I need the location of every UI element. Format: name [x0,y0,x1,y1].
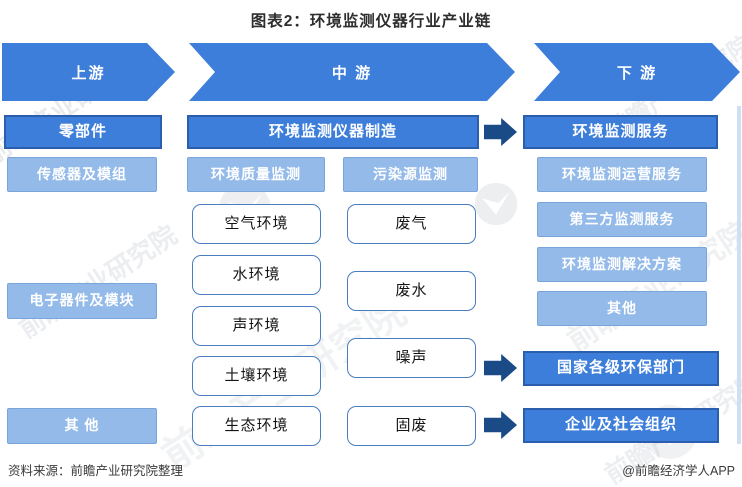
downstream-item-box: 其他 [537,291,707,326]
downstream-target-box: 企业及社会组织 [523,408,719,443]
downstream-header-box: 环境监测服务 [523,115,718,149]
upstream-item-box: 电子器件及模块 [7,283,157,319]
upstream-item-box: 其 他 [7,408,157,444]
downstream-item-box: 第三方监测服务 [537,202,707,237]
downstream-item-box: 环境监测解决方案 [537,247,707,282]
pollution-item-box: 噪声 [347,338,476,378]
stage-banner-downstream: 下 游 [534,43,740,101]
stage-banner-upstream: 上游 [2,43,175,101]
chart-title: 图表2：环境监测仪器行业产业链 [250,13,492,30]
quality-item-box: 生态环境 [192,406,321,446]
quality-item-box: 声环境 [192,306,321,346]
credit-note: @前瞻经济学人APP [622,464,735,478]
stage-label-downstream: 下 游 [616,64,658,82]
watermark-text: 前瞻产业研究院 [13,219,183,344]
quality-item-box: 空气环境 [192,204,321,244]
pollution-item-box: 固废 [347,406,476,446]
stage-label-midstream: 中 游 [331,64,373,82]
upstream-header-box: 零部件 [4,115,162,149]
flow-arrow-icon [484,354,517,382]
quality-item-box: 水环境 [192,255,321,295]
right-edge-strip [737,106,741,444]
pollution-item-box: 废水 [347,271,476,311]
stage-label-upstream: 上游 [71,64,106,82]
pollution-item-box: 废气 [347,204,476,244]
quality-monitoring-header-box: 环境质量监测 [187,157,325,192]
downstream-target-box: 国家各级环保部门 [523,351,719,386]
upstream-item-box: 传感器及模组 [7,157,157,192]
flow-arrow-icon [484,118,517,146]
watermark-logo-icon [474,182,518,226]
quality-item-box: 土壤环境 [192,356,321,396]
flow-arrow-icon [484,411,517,439]
stage-banner-midstream: 中 游 [189,43,515,101]
midstream-header-box: 环境监测仪器制造 [187,115,479,149]
pollution-monitoring-header-box: 污染源监测 [343,157,478,192]
source-note: 资料来源：前瞻产业研究院整理 [8,464,184,478]
downstream-item-box: 环境监测运营服务 [537,157,707,192]
